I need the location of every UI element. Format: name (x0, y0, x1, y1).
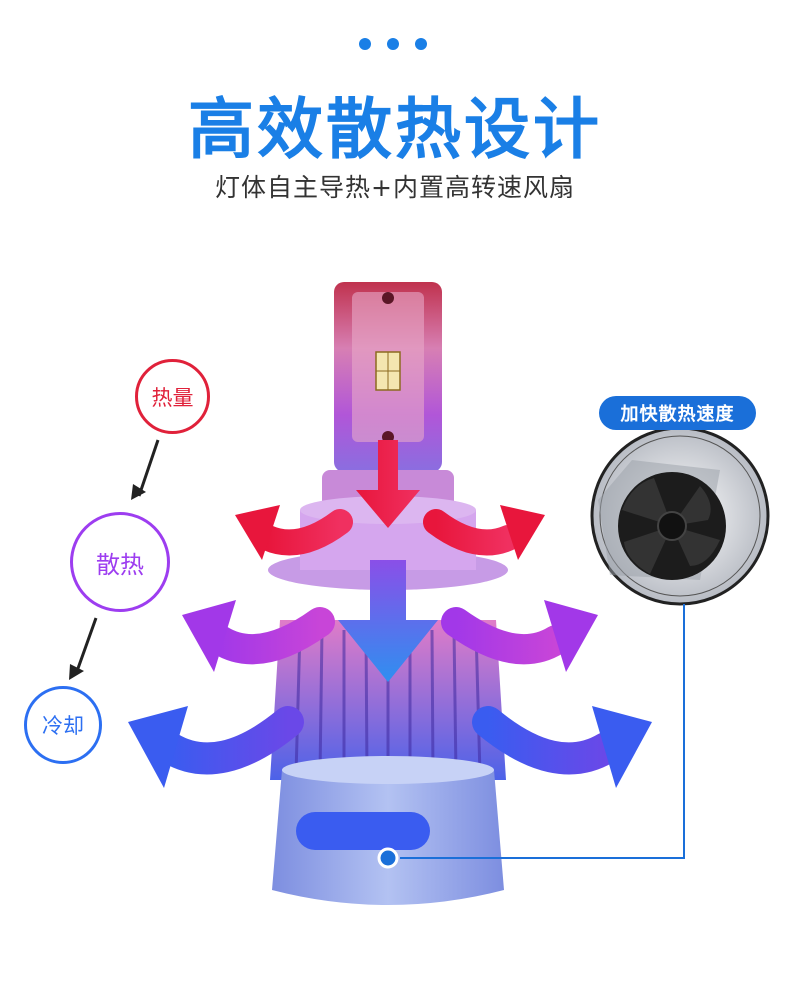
dissipation-label: 散热 (70, 512, 170, 612)
dot (387, 38, 399, 50)
cooling-label: 冷却 (24, 686, 102, 764)
dot (415, 38, 427, 50)
dot (359, 38, 371, 50)
decorative-dots (359, 38, 427, 50)
page-title: 高效散热设计 (188, 91, 602, 168)
heat-label: 热量 (135, 359, 210, 434)
fan-speed-badge: 加快散热速度 (599, 396, 756, 430)
page-subtitle: 灯体自主导热+内置高转速风扇 (215, 173, 575, 202)
